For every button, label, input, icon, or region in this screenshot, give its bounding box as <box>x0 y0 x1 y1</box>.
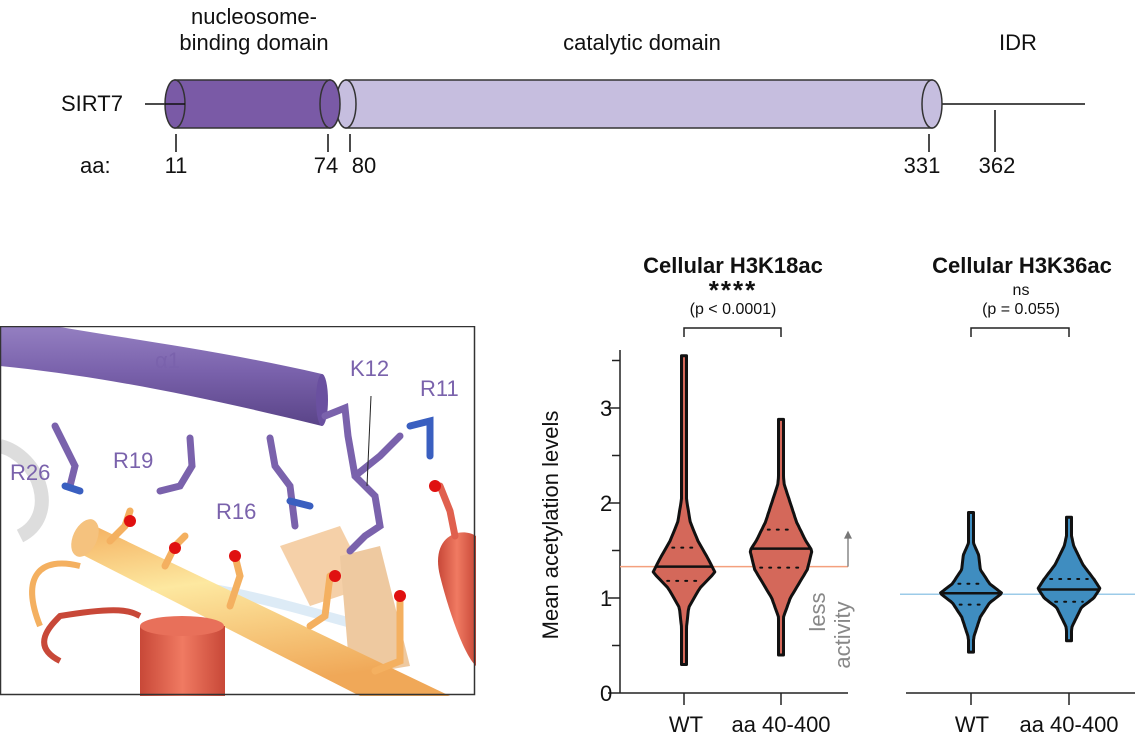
catalytic-domain-cylinder <box>335 79 943 129</box>
side-note-activity: activity <box>830 601 855 669</box>
position-label: 362 <box>978 153 1016 178</box>
residue-label-r16: R16 <box>216 499 257 524</box>
violin-wt <box>651 354 717 666</box>
chart-title-h3k36ac: Cellular H3K36ac <box>932 253 1112 278</box>
residue-label-k12: K12 <box>350 356 390 381</box>
nbd-label-line1: nucleosome- <box>191 4 317 29</box>
structure-panel: α1 K12 R11 R26 R19 R16 <box>0 326 476 696</box>
residue-label-r19: R19 <box>113 448 154 473</box>
position-label: 11 <box>164 153 188 178</box>
residue-label-r26: R26 <box>10 460 51 485</box>
y-tick-label: 1 <box>600 586 613 611</box>
side-note-less: less <box>805 592 830 632</box>
alpha1-helix <box>0 326 322 426</box>
structure-render <box>0 326 476 696</box>
red-helix <box>140 626 225 696</box>
x-label-aa40-400: aa 40-400 <box>1019 712 1119 737</box>
y-tick-label: 0 <box>600 681 613 706</box>
arrow-head-icon <box>844 530 852 539</box>
y-tick-label: 2 <box>600 491 613 516</box>
nucleosome-binding-domain-cylinder <box>164 79 341 129</box>
p-value-h3k36ac: (p = 0.055) <box>982 301 1060 318</box>
aa-prefix: aa: <box>80 153 111 178</box>
protein-label: SIRT7 <box>61 91 123 116</box>
significance-bracket <box>683 327 782 337</box>
orange-helix <box>75 526 450 696</box>
oxygen-atoms <box>124 480 441 602</box>
x-label-aa40-400: aa 40-400 <box>731 712 831 737</box>
catalytic-domain-label: catalytic domain <box>563 30 721 55</box>
nbd-label-line2: binding domain <box>179 30 329 55</box>
y-tick-label: 3 <box>600 396 613 421</box>
significance-stars: **** <box>708 275 758 305</box>
position-label: 80 <box>351 153 377 178</box>
significance-ns: ns <box>1012 282 1030 299</box>
position-ticks <box>175 110 996 152</box>
y-axis-label: Mean acetylation levels <box>538 410 563 640</box>
violin-aa-40-400 <box>748 417 814 657</box>
chart-title-h3k18ac: Cellular H3K18ac <box>643 253 823 278</box>
x-label-wt: WT <box>668 712 704 737</box>
grey-loop <box>0 439 49 543</box>
idr-label: IDR <box>999 30 1037 55</box>
residue-label-r11: R11 <box>420 376 459 401</box>
side-chain-sticks <box>51 403 459 675</box>
domain-map-graphic <box>145 79 1085 152</box>
position-label: 331 <box>903 153 941 178</box>
helix-label: α1 <box>155 348 180 373</box>
position-label: 74 <box>313 153 339 178</box>
x-label-wt: WT <box>954 712 990 737</box>
p-value-h3k18ac: (p < 0.0001) <box>689 301 777 318</box>
violin-wt <box>939 511 1003 654</box>
significance-bracket <box>970 327 1070 337</box>
